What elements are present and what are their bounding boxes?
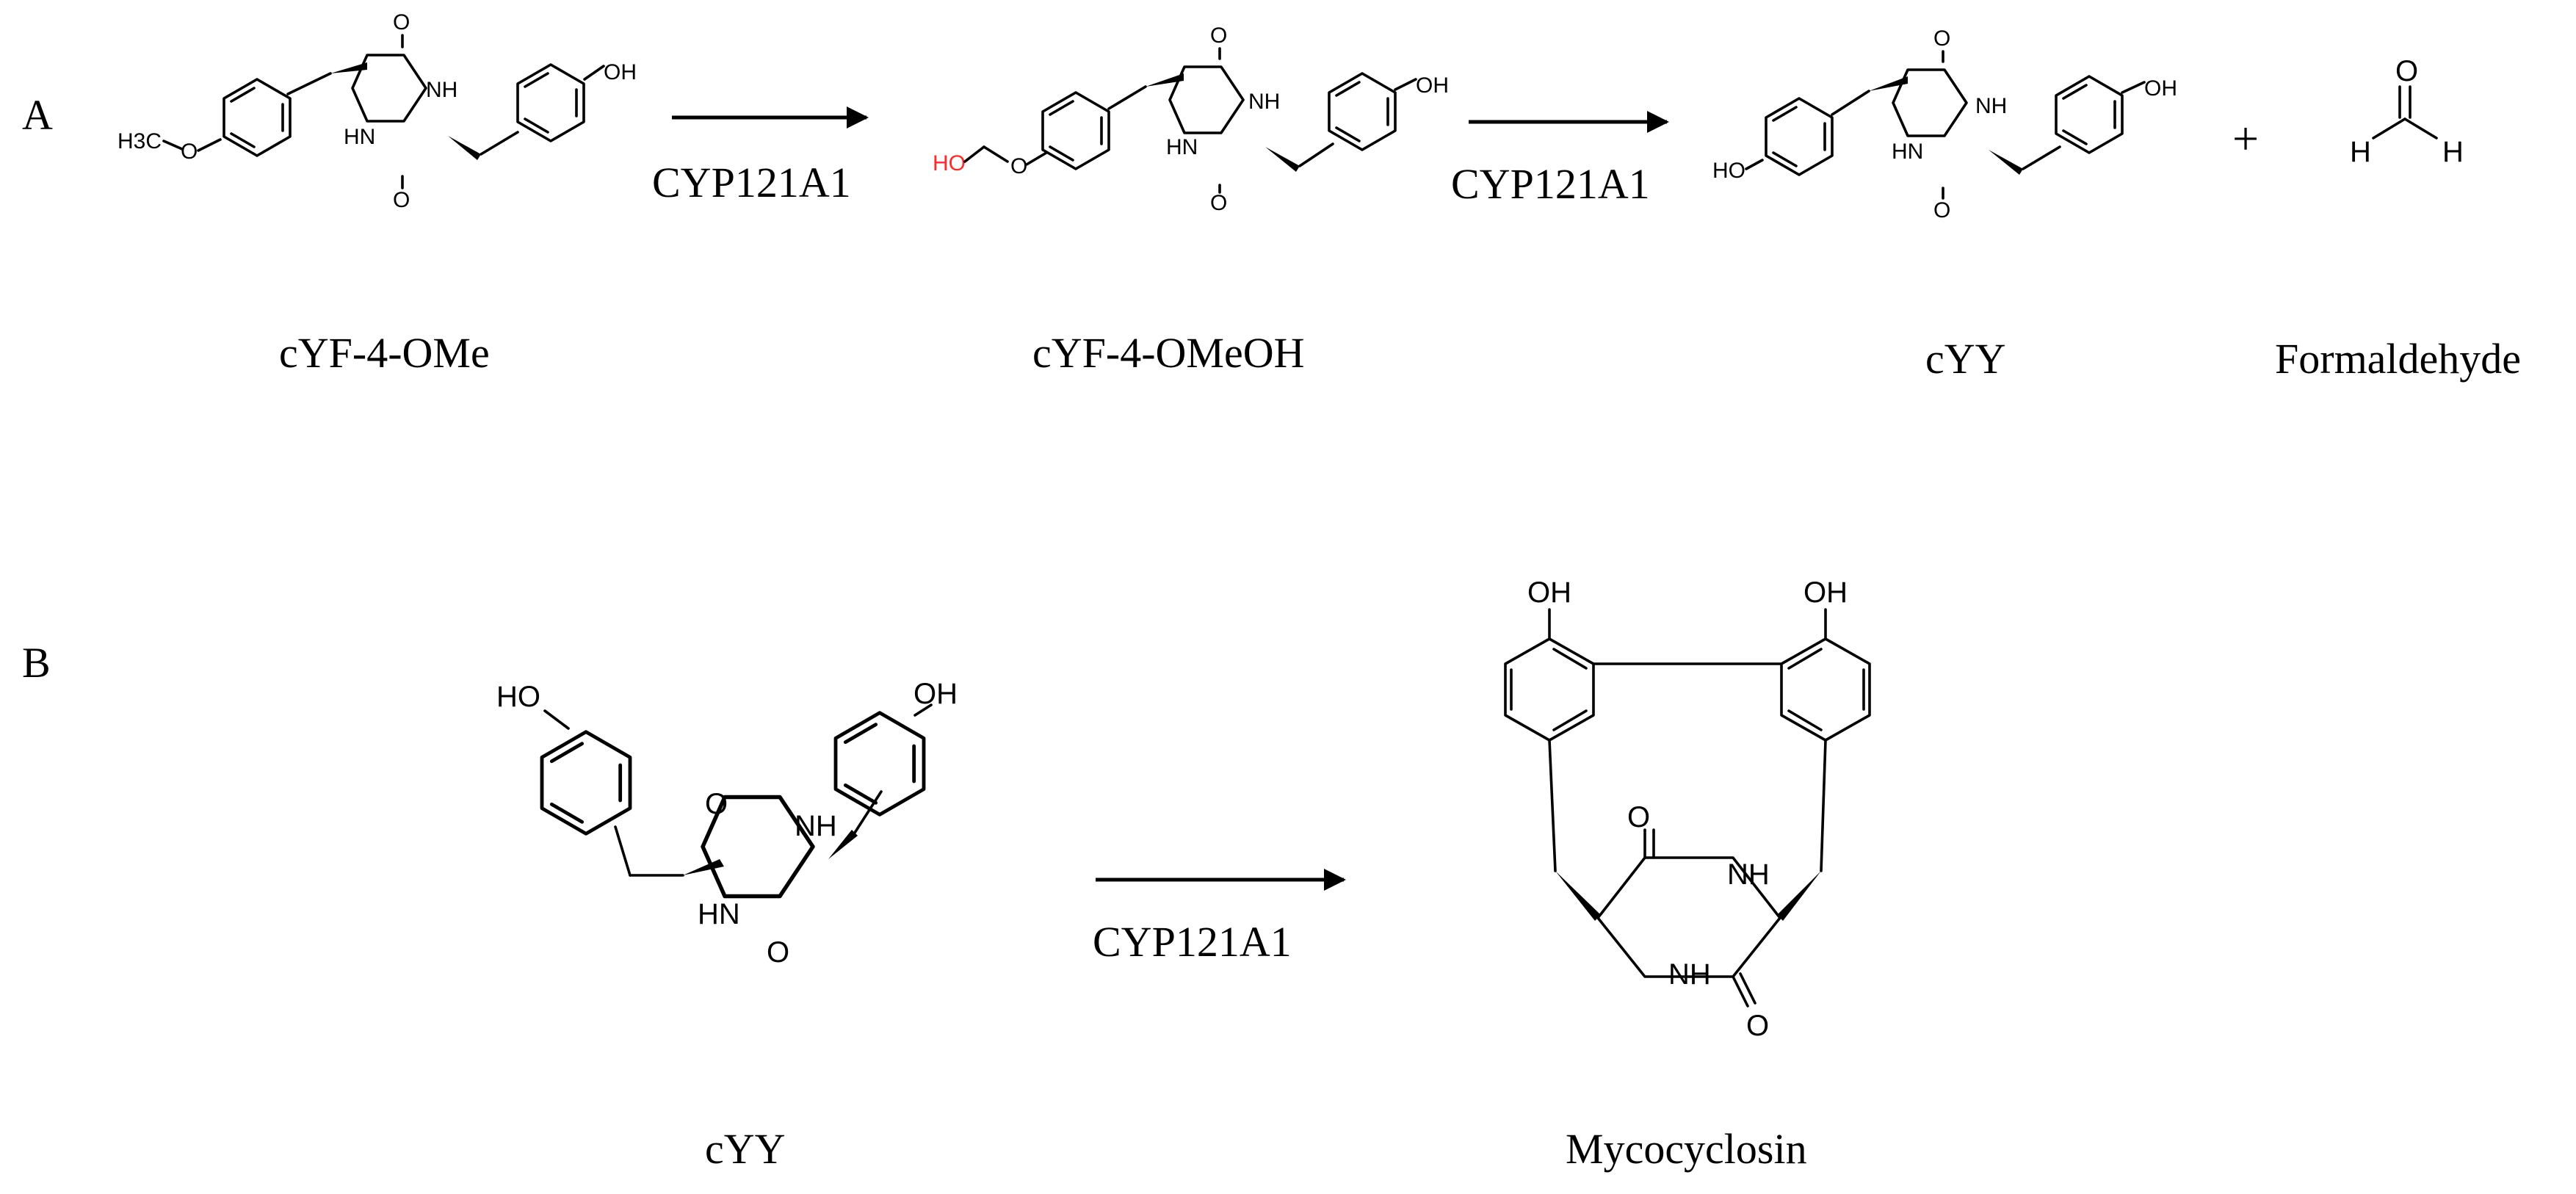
phenol-ho: HO — [1712, 159, 1745, 183]
label-formaldehyde: Formaldehyde — [2275, 335, 2521, 383]
phenol-oh: OH — [604, 60, 637, 84]
amide-nh: NH — [1975, 94, 2007, 118]
molecule-cyy-b: HO O NH HN O OH — [496, 678, 958, 969]
methyl-label: H3C — [117, 129, 162, 153]
methoxy-oxygen: O — [181, 140, 198, 164]
carbonyl-oxygen-bottom: O — [393, 188, 410, 212]
ether-oxygen: O — [1010, 154, 1027, 178]
amide-hn: HN — [698, 898, 740, 930]
amide-nh: NH — [1727, 858, 1770, 891]
phenol-oh-left: OH — [1527, 576, 1571, 609]
phenol-oh: OH — [1416, 73, 1449, 98]
amide-hn: HN — [1892, 140, 1923, 164]
phenol-oh-right: OH — [1803, 576, 1848, 609]
formaldehyde-h-left: H — [2350, 136, 2371, 168]
plus-sign: + — [2232, 112, 2259, 164]
phenol-oh: OH — [913, 678, 958, 710]
molecule-cyy-a: HO O NH HN O OH — [1712, 26, 2177, 222]
label-mycocyclosin: Mycocyclosin — [1566, 1125, 1807, 1173]
molecule-cyf4ome: H3C O O NH HN O OH — [117, 10, 637, 212]
carbonyl-oxygen-top: O — [1627, 801, 1650, 833]
carbonyl-oxygen-bottom: O — [767, 936, 789, 969]
molecule-cyf4omeoh: HO O O NH HN O OH — [933, 23, 1449, 215]
molecule-formaldehyde: O H H — [2350, 55, 2464, 168]
label-cyy-a: cYY — [1925, 335, 2006, 383]
amide-nh-lower: NH — [1668, 958, 1711, 991]
phenol-ho: HO — [496, 681, 540, 713]
molecule-mycocyclosin: OH OH O NH NH O — [1504, 576, 1871, 1042]
amide-hn: HN — [344, 125, 375, 149]
hydroxymethyl-ho: HO — [933, 151, 966, 176]
carbonyl-oxygen-top: O — [1933, 26, 1950, 51]
formaldehyde-h-right: H — [2442, 136, 2464, 168]
carbonyl-oxygen-bottom: O — [1746, 1010, 1769, 1042]
carbonyl-oxygen-bottom: O — [1933, 198, 1950, 222]
carbonyl-oxygen-top: O — [1210, 23, 1227, 48]
enzyme-label-b: CYP121A1 — [1093, 918, 1292, 966]
label-cyy-b: cYY — [705, 1125, 786, 1173]
amide-hn: HN — [1166, 135, 1198, 159]
label-cyf4omeoh: cYF-4-OMeOH — [1032, 329, 1305, 377]
panel-label-b: B — [22, 639, 51, 687]
amide-nh: NH — [795, 810, 837, 842]
carbonyl-oxygen-top: O — [393, 10, 410, 35]
amide-nh: NH — [426, 78, 457, 102]
enzyme-label-1: CYP121A1 — [652, 159, 851, 206]
carbonyl-oxygen-bottom: O — [1210, 191, 1227, 215]
phenol-oh: OH — [2144, 76, 2177, 101]
enzyme-label-2: CYP121A1 — [1451, 160, 1650, 208]
formaldehyde-oxygen: O — [2395, 55, 2418, 87]
amide-nh: NH — [1248, 90, 1280, 114]
panel-label-a: A — [22, 91, 53, 139]
label-cyf4ome: cYF-4-OMe — [279, 329, 490, 377]
carbonyl-oxygen-top: O — [705, 788, 728, 820]
